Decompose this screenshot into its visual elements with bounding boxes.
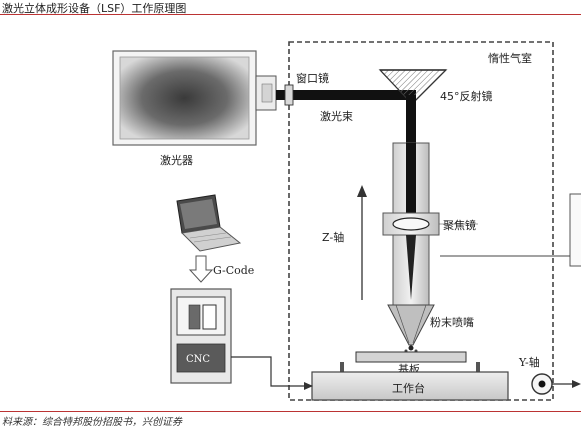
gcode-label: G-Code (213, 264, 254, 277)
laser-beam-label: 激光束 (320, 109, 353, 123)
substrate (355, 351, 467, 363)
cnc-label: CNC (186, 354, 210, 365)
powder-nozzle (387, 304, 435, 353)
focus-tube (382, 142, 440, 306)
nozzle-label: 粉末喷嘴 (430, 315, 474, 329)
source-note: 料来源：综合特邦股份招股书，兴创证券 (2, 417, 182, 428)
y-axis-symbol (531, 373, 581, 395)
window-mirror-label: 窗口镜 (296, 71, 329, 85)
top-rule (0, 14, 581, 15)
focus-lens-label: 聚焦镜 (443, 218, 476, 232)
right-side-box (569, 193, 581, 267)
worktable-label: 工作台 (392, 381, 425, 395)
laser-label: 激光器 (160, 153, 193, 167)
cnc-controller (170, 288, 232, 384)
laptop-icon (176, 194, 242, 252)
figure-title: 激光立体成形设备（LSF）工作原理图 (2, 2, 187, 15)
worktable (311, 362, 509, 401)
laser-source (112, 50, 277, 146)
window-mirror (284, 84, 294, 106)
gcode-arrow (188, 255, 214, 283)
y-axis-label: Y-轴 (518, 355, 540, 369)
mirror-45-label: 45°反射镜 (440, 89, 493, 103)
bottom-rule (0, 411, 581, 412)
z-axis-label: Z-轴 (322, 230, 344, 244)
inert-chamber-label: 惰性气室 (488, 51, 532, 65)
cnc-connection (231, 356, 312, 387)
laser-beam-horizontal (276, 90, 416, 100)
